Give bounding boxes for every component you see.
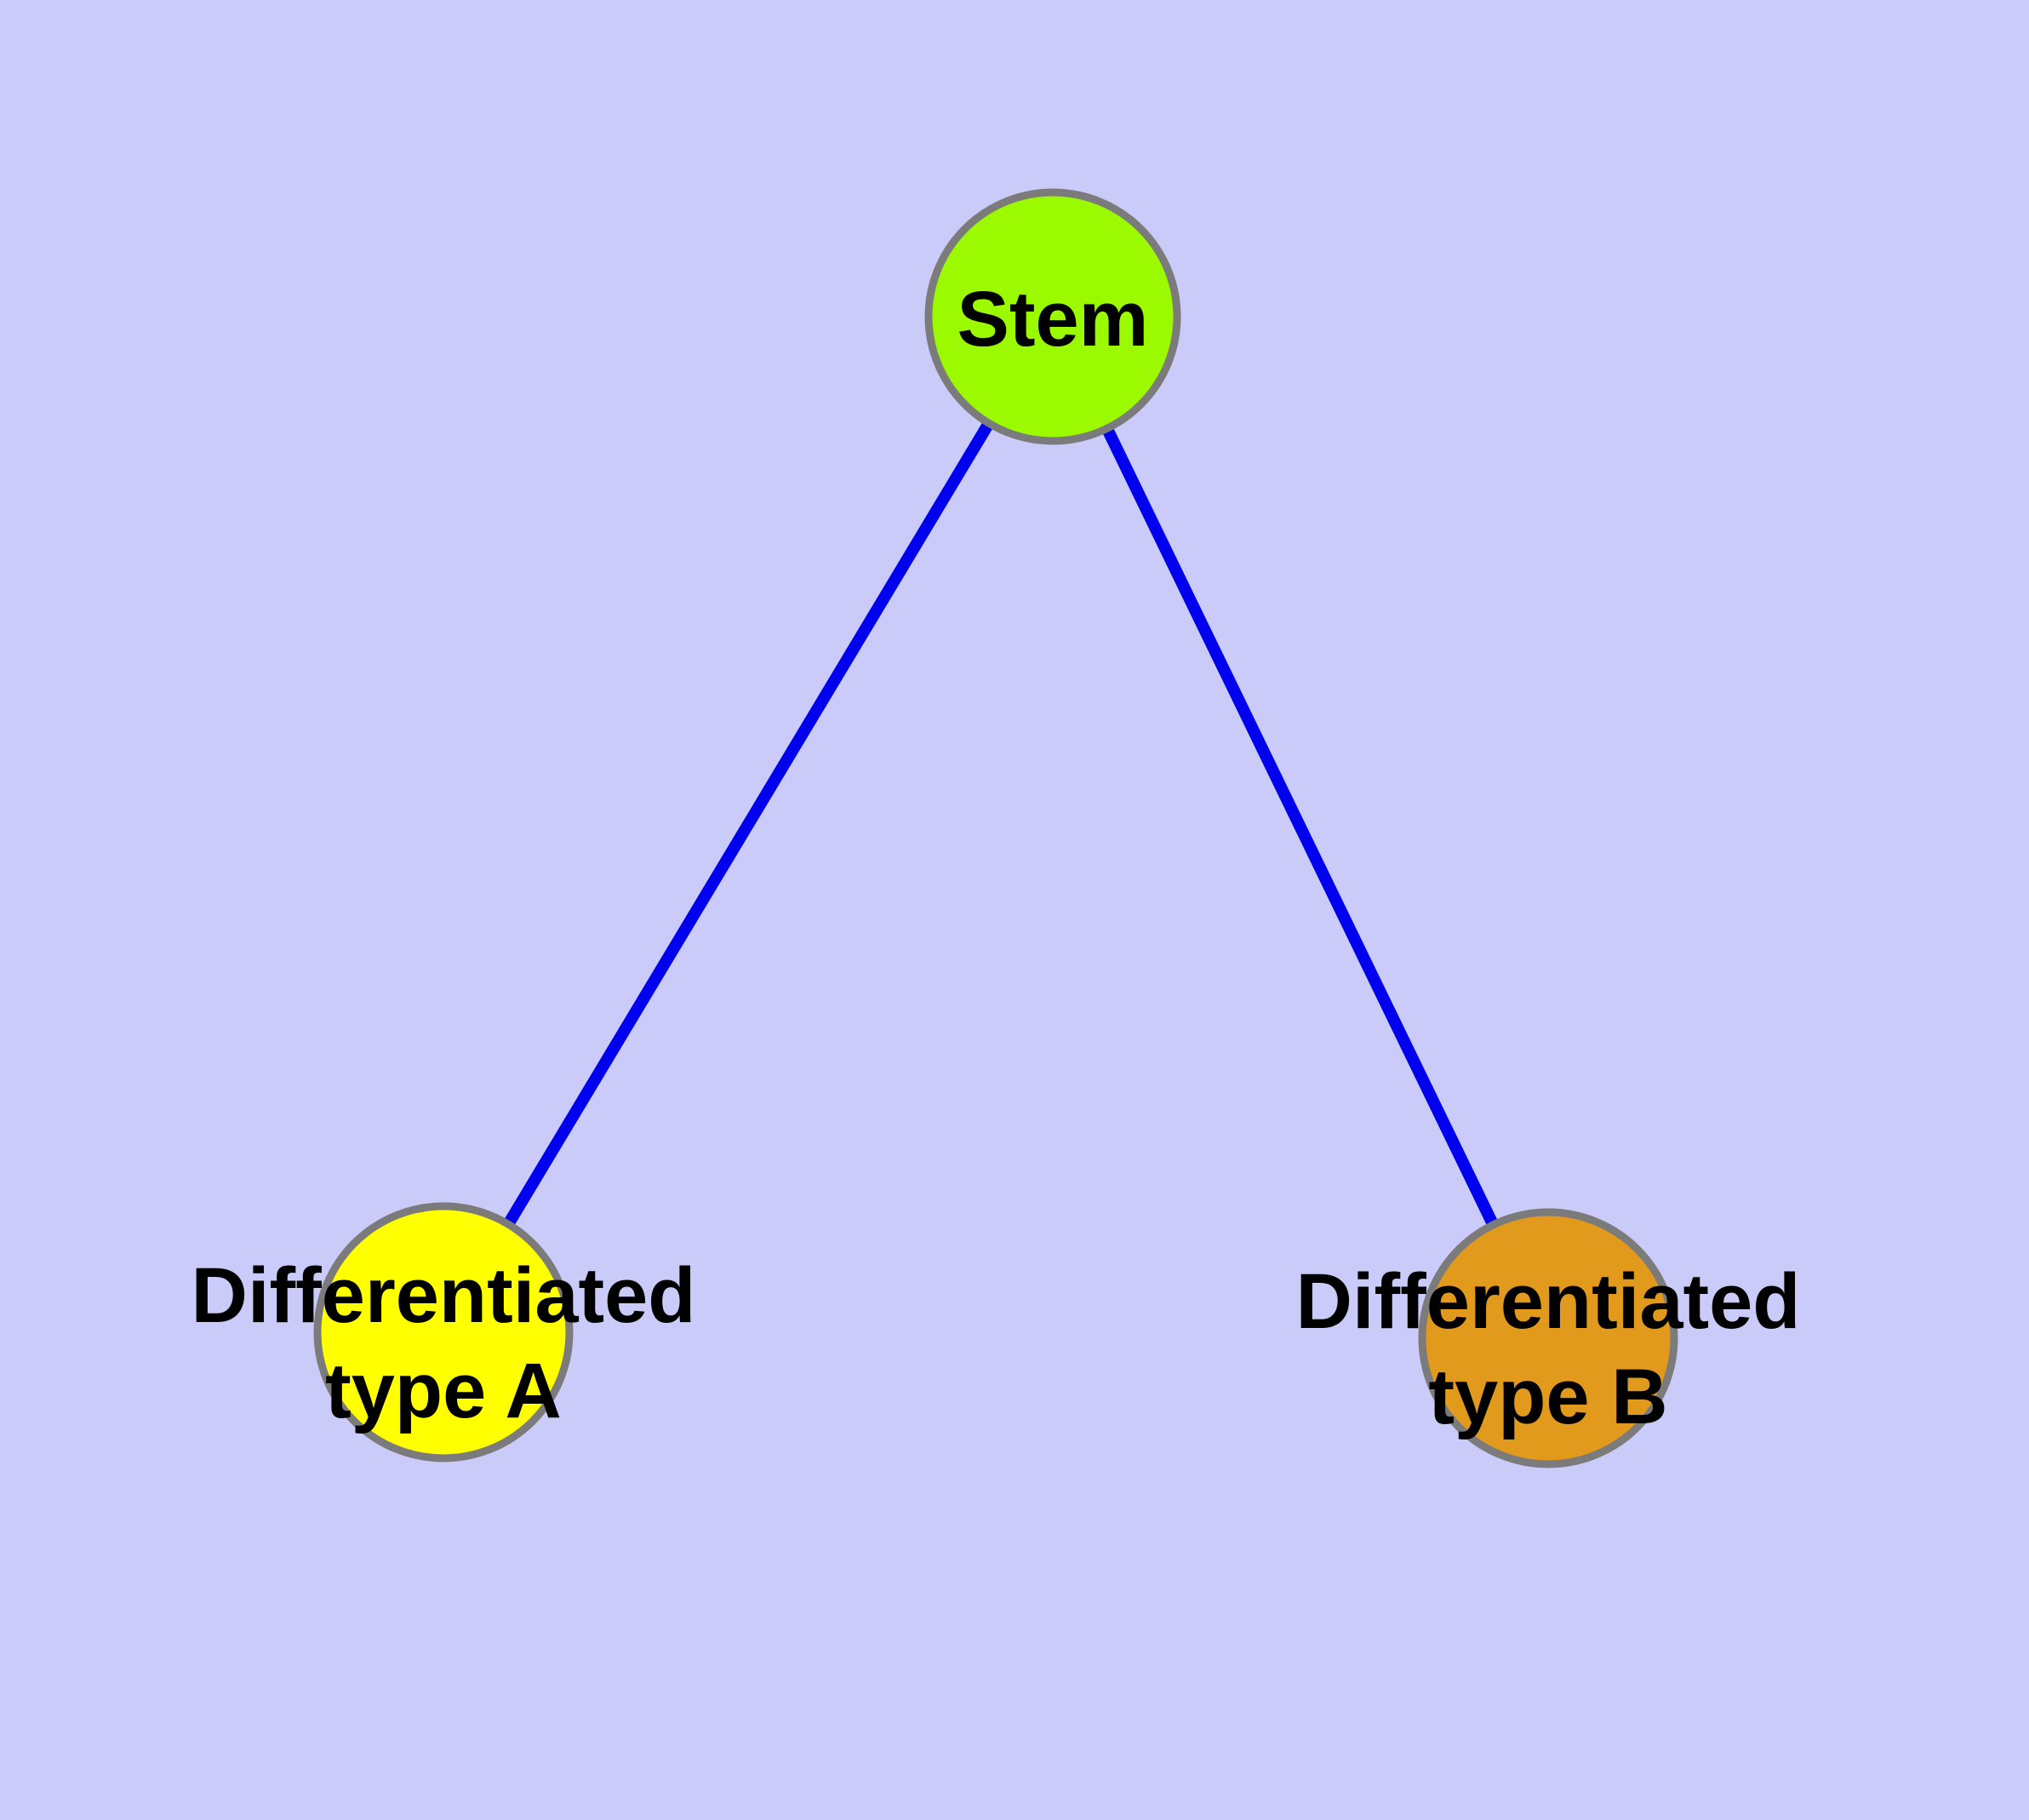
node-differentiated-type-a-label-line2: type A bbox=[325, 1348, 562, 1434]
node-stem-label-line1: Stem bbox=[957, 276, 1149, 363]
edge-stem-to-type-b bbox=[1047, 313, 1554, 1342]
node-differentiated-type-a-label-line1: Differentiated bbox=[191, 1252, 696, 1339]
node-differentiated-type-a-label: Differentiated type A bbox=[191, 1248, 696, 1439]
node-differentiated-type-a bbox=[313, 1202, 574, 1462]
node-differentiated-type-b-label-line2: type B bbox=[1428, 1354, 1668, 1440]
node-differentiated-type-b bbox=[1418, 1208, 1678, 1468]
node-stem bbox=[924, 188, 1181, 445]
node-differentiated-type-b-label-line1: Differentiated bbox=[1295, 1258, 1801, 1345]
node-stem-label: Stem bbox=[957, 272, 1149, 367]
node-differentiated-type-b-label: Differentiated type B bbox=[1296, 1254, 1801, 1445]
edge-stem-to-type-a bbox=[437, 313, 1059, 1336]
